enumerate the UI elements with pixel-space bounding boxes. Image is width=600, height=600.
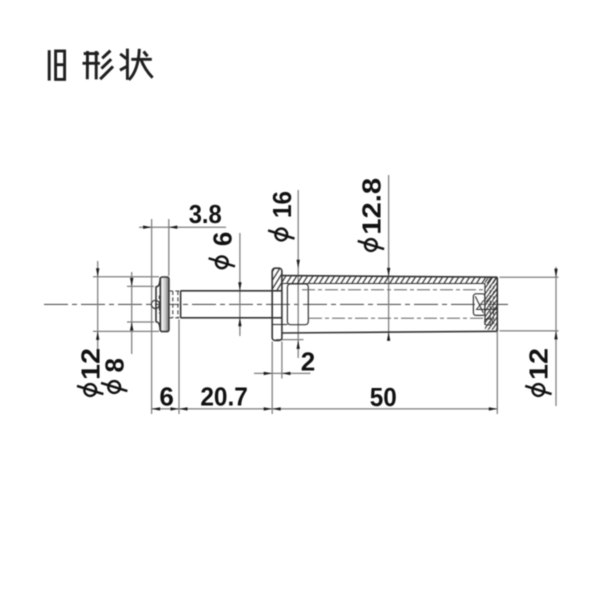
svg-text:2: 2 bbox=[301, 346, 315, 376]
svg-text:6: 6 bbox=[159, 382, 173, 412]
svg-text:3.8: 3.8 bbox=[189, 199, 222, 229]
svg-text:12.8: 12.8 bbox=[356, 178, 386, 235]
svg-text:16: 16 bbox=[267, 191, 297, 218]
svg-text:50: 50 bbox=[370, 382, 397, 412]
svg-text:12: 12 bbox=[76, 348, 106, 380]
svg-text:12: 12 bbox=[524, 348, 554, 380]
svg-text:8: 8 bbox=[100, 358, 130, 372]
svg-text:6: 6 bbox=[207, 232, 237, 246]
svg-text:20.7: 20.7 bbox=[200, 381, 248, 411]
